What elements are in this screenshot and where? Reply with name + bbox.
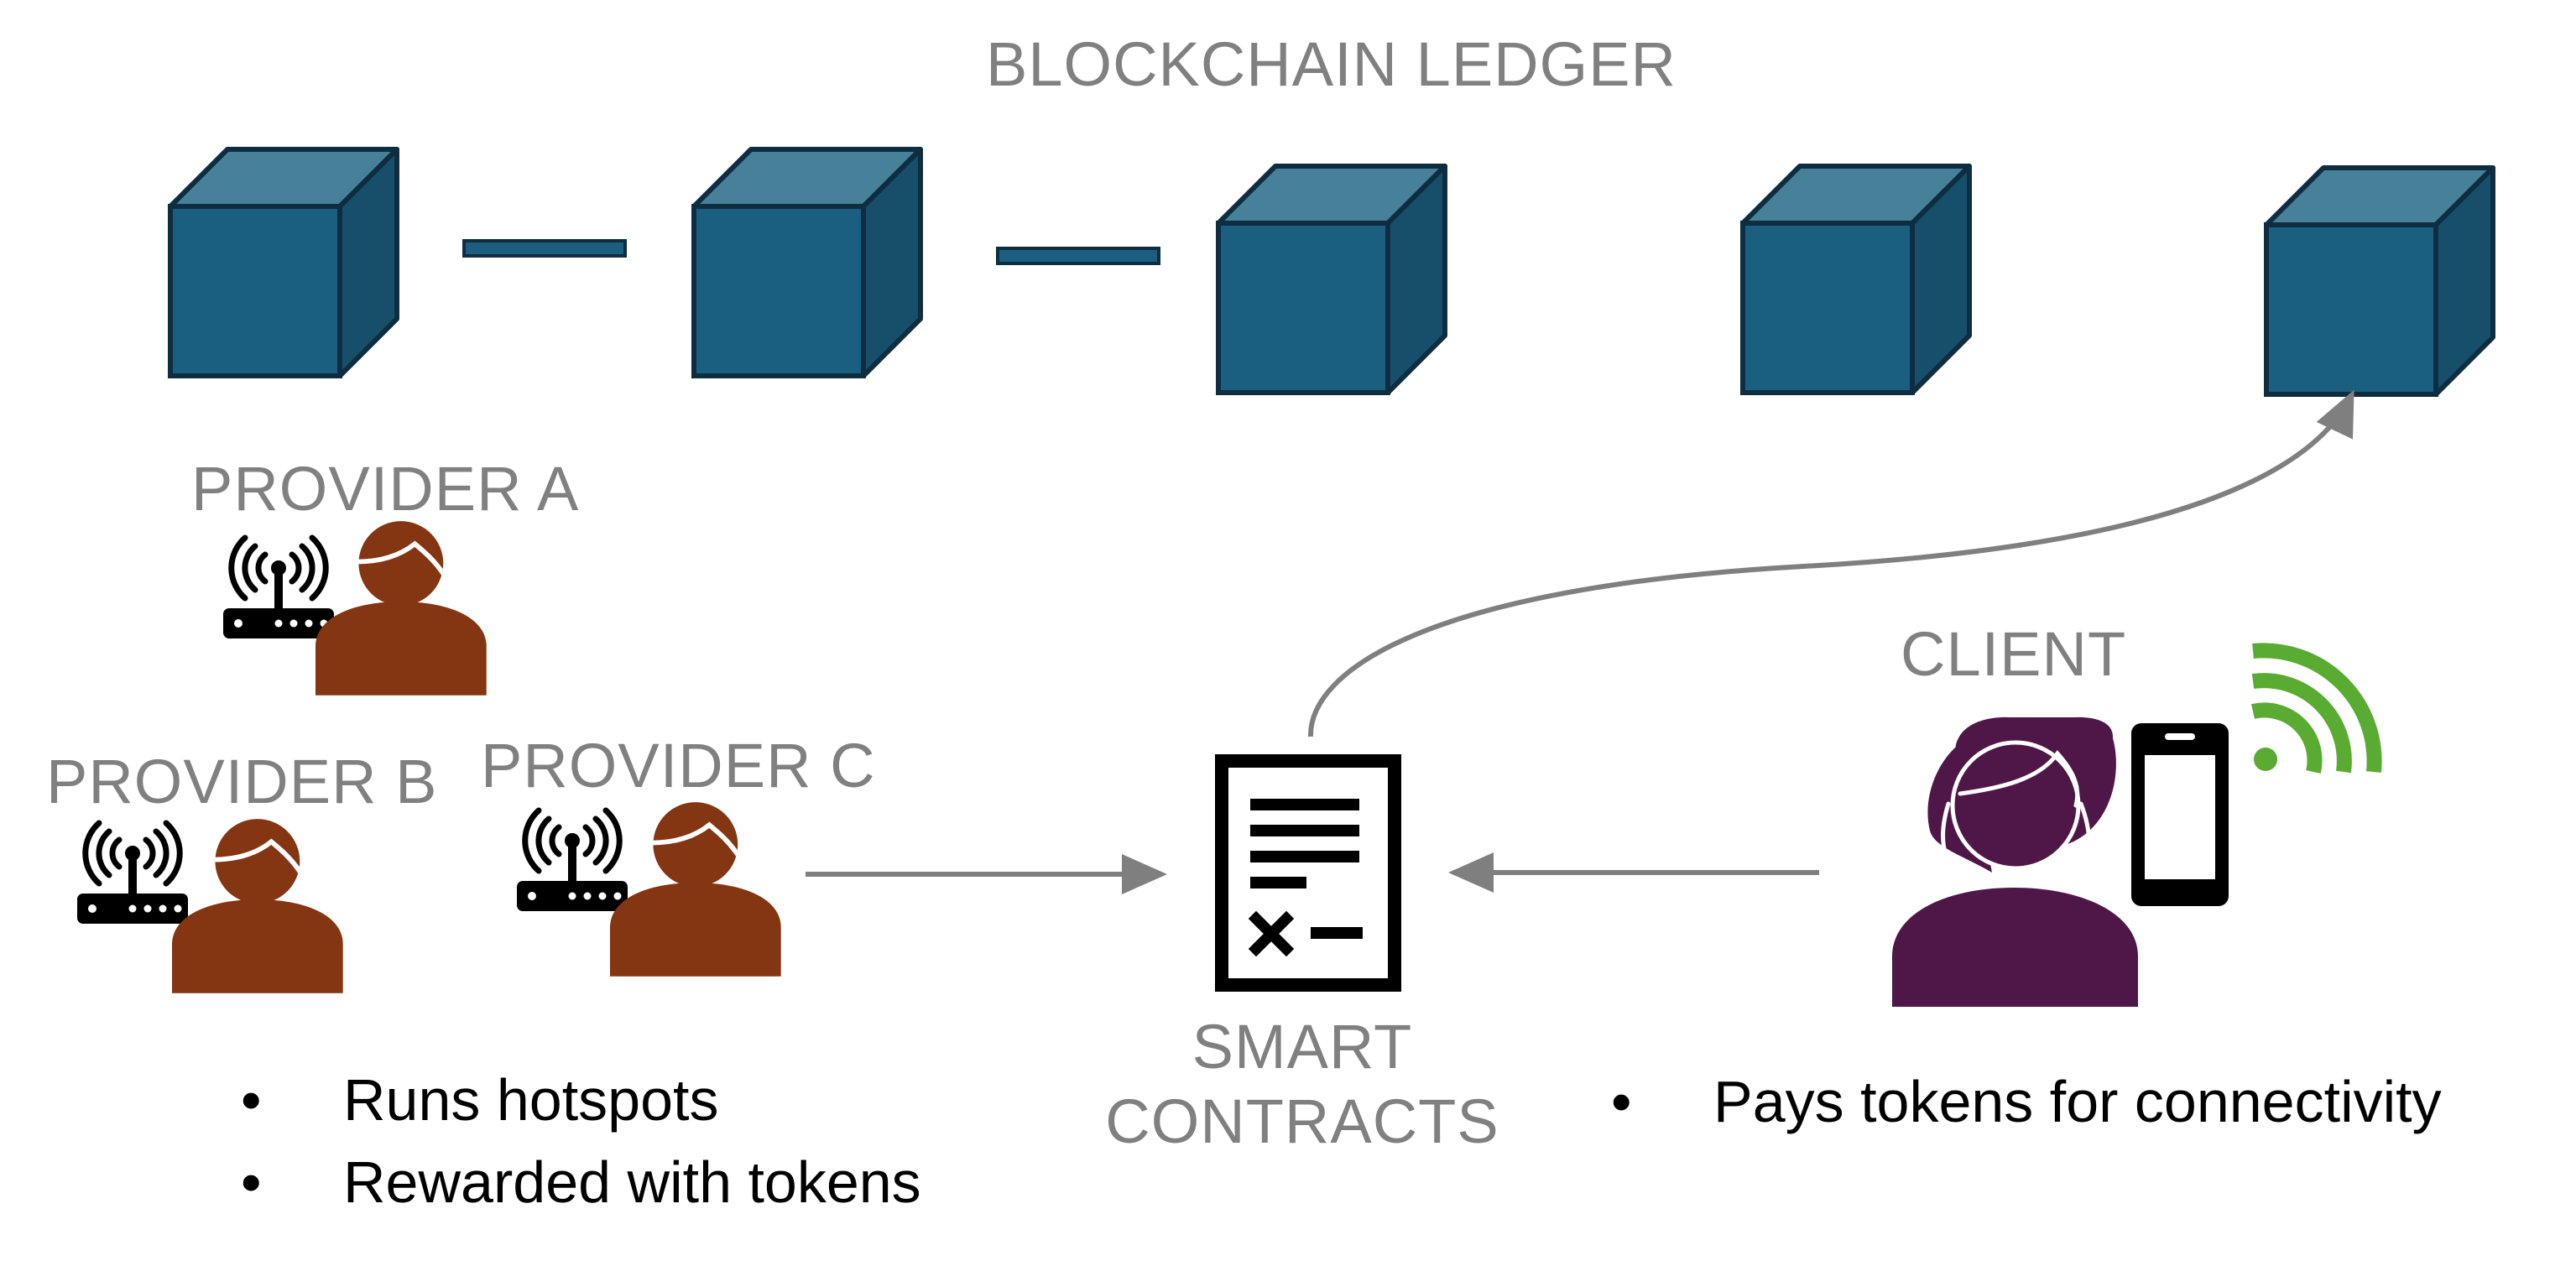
blockchain-block-2-icon: [691, 147, 923, 378]
provider-b-label: PROVIDER B: [46, 747, 438, 816]
smart-contracts-line-2: CONTRACTS: [1105, 1086, 1499, 1156]
blockchain-block-4-icon: [1740, 164, 1972, 395]
smart-contracts-line-1: SMART: [1192, 1012, 1413, 1081]
provider-bullet-item: Rewarded with tokens: [241, 1141, 921, 1223]
blockchain-block-3-icon: [1216, 164, 1447, 395]
wifi-signal-icon: [2250, 643, 2382, 774]
smartphone-icon: [2131, 723, 2229, 906]
client-bullet-list: Pays tokens for connectivity: [1611, 1060, 2442, 1143]
blockchain-block-5-icon: [2264, 165, 2495, 397]
provider-b-router-icon: [77, 823, 188, 924]
client-label: CLIENT: [1901, 619, 2127, 689]
provider-bullet-item: Runs hotspots: [241, 1059, 921, 1141]
contract-to-ledger-arrow: [1307, 389, 2354, 737]
provider-a-label: PROVIDER A: [191, 454, 580, 524]
client-bullet-item: Pays tokens for connectivity: [1611, 1060, 2442, 1143]
provider-a-router-icon: [223, 538, 334, 638]
provider-c-label: PROVIDER C: [481, 731, 876, 800]
smart-contracts-label: SMART CONTRACTS: [1101, 1010, 1504, 1159]
provider-a-person-icon: [315, 521, 487, 696]
client-person-icon: [1892, 716, 2138, 1007]
provider-bullet-list: Runs hotspots Rewarded with tokens: [241, 1059, 921, 1223]
ledger-title: BLOCKCHAIN LEDGER: [986, 29, 1676, 99]
contract-document-icon: [1215, 754, 1401, 992]
provider-b-person-icon: [172, 819, 343, 993]
provider-c-router-icon: [517, 810, 628, 911]
blockchain-block-1-icon: [168, 147, 399, 378]
provider-c-person-icon: [610, 802, 781, 977]
